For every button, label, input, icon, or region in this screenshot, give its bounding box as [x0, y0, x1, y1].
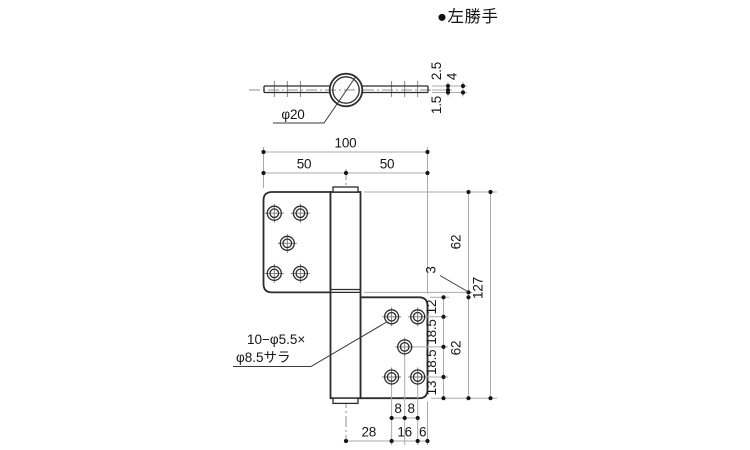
dim-dot: [425, 149, 430, 155]
dim-bottom: 8 8 28 16 6: [343, 356, 430, 445]
knuckle-inner-circle: [332, 76, 360, 104]
dim-dot: [460, 90, 466, 95]
dim-dot: [441, 314, 446, 319]
dim-knuckle-diameter: φ20: [273, 76, 356, 124]
dim-dot: [441, 344, 446, 349]
dim-label-hole-row-bottom: 13: [424, 381, 439, 396]
dim-dot: [402, 415, 407, 421]
dim-width: 100 50 50: [261, 136, 430, 294]
hole-centerline-ticks: [273, 81, 419, 97]
dim-dot: [425, 438, 430, 444]
dimension-lines: [447, 82, 464, 97]
dim-label-center-to-hole-col: 28: [361, 424, 376, 439]
dim-dot: [445, 83, 451, 89]
dim-dot: [261, 149, 266, 155]
leader-line: [233, 321, 388, 367]
lower-leaf: [359, 296, 429, 400]
dim-label-overall-height: 127: [471, 277, 486, 299]
dim-label-left-leaf-width: 50: [297, 157, 312, 172]
front-view: 10−φ5.5× φ8.5サラ: [233, 169, 429, 443]
dim-height: 12 18.5 18.5 13 62 62 127 3: [364, 189, 497, 401]
dim-dot: [343, 170, 349, 176]
dim-label-hole-col-pitch2: 8: [408, 401, 415, 416]
leader-line: [273, 76, 356, 124]
dim-dot: [441, 374, 446, 380]
hole-note-line2: φ8.5サラ: [236, 350, 291, 365]
dim-dot: [389, 415, 394, 421]
dim-label-hole-row-top: 12: [424, 300, 439, 315]
dim-label-hole-row-pitch2: 18.5: [424, 350, 439, 375]
extension-lines: [391, 356, 428, 445]
dim-dot: [261, 170, 266, 176]
top-view: φ20 2.5 1.5 4: [249, 62, 467, 124]
dimensions: 100 50 50 12 18.5 18.5 13 62 62: [261, 136, 497, 445]
dim-label-leaf-gap: 3: [424, 266, 439, 273]
hole-note: 10−φ5.5× φ8.5サラ: [233, 321, 388, 367]
extension-lines: [364, 191, 497, 399]
dim-dot: [466, 189, 471, 195]
barrel-split-lines: [330, 288, 361, 294]
dim-plate-thickness: 2.5 1.5 4: [429, 62, 467, 114]
dim-dot: [415, 415, 420, 421]
leader-line: [439, 275, 468, 292]
dim-leaf-gap: 3: [424, 266, 468, 292]
pin-cap-top: [332, 186, 359, 193]
dim-label-hole-col-span: 16: [397, 424, 412, 439]
dim-dot: [441, 396, 446, 401]
dim-label-above-center: 2.5: [429, 62, 444, 80]
leaf-plate-section: [263, 85, 429, 94]
hole-note-line1: 10−φ5.5×: [247, 332, 305, 347]
pin-cap-bottom: [332, 397, 359, 405]
dim-dot: [389, 438, 394, 444]
dim-label-lower-leaf-height: 62: [449, 341, 464, 356]
dim-dot: [466, 396, 471, 401]
dim-dot: [415, 438, 420, 444]
dim-label-upper-leaf-height: 62: [449, 235, 464, 250]
dim-label-hole-col-pitch1: 8: [394, 401, 401, 416]
dim-label-hole-col-to-edge: 6: [419, 424, 426, 439]
dim-dot: [343, 438, 349, 444]
dim-dot: [460, 83, 466, 89]
dim-label-knuckle-diameter: φ20: [281, 107, 304, 122]
handedness-label: ●左勝手: [437, 7, 498, 26]
knuckle-outer-circle: [328, 72, 364, 108]
dim-label-thickness: 4: [445, 72, 460, 80]
dim-label-right-leaf-width: 50: [380, 157, 395, 172]
dim-dot: [425, 170, 430, 176]
dim-dot: [488, 396, 493, 401]
dim-dot: [445, 90, 451, 95]
dim-label-overall-width: 100: [335, 136, 357, 151]
knuckle-barrel: [329, 191, 362, 400]
dim-dot: [466, 295, 471, 300]
dim-label-hole-row-pitch1: 18.5: [424, 319, 439, 344]
dim-label-below-center: 1.5: [429, 96, 444, 114]
dim-dot: [441, 295, 446, 300]
dim-dot: [488, 189, 493, 195]
